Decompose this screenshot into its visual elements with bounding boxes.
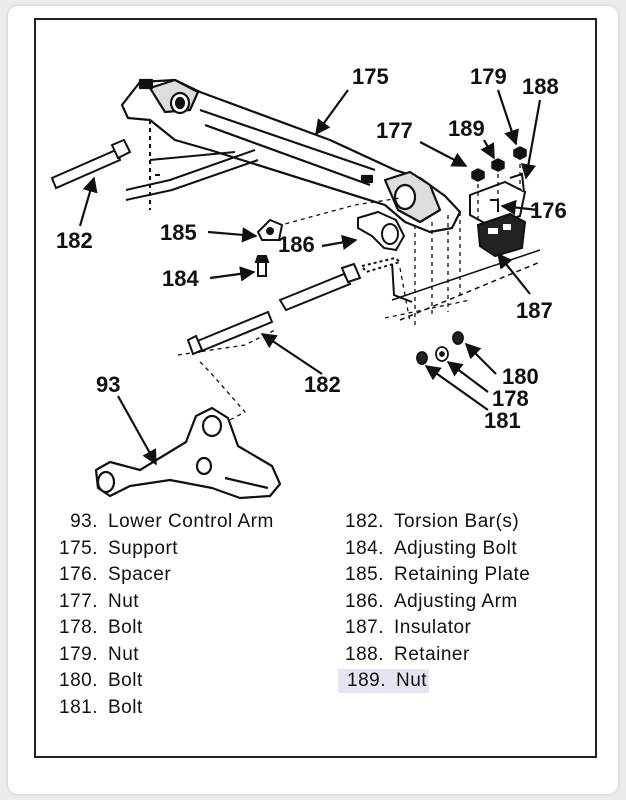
legend-item-label: Torsion Bar(s) [394,511,520,532]
callout-176: 176 [530,198,567,223]
legend-item: 178. Bolt [58,616,143,640]
torsion-bar-upper [50,138,132,190]
callout-186: 186 [278,232,315,257]
legend-item-label: Retainer [394,643,470,665]
legend-item: 181. Bolt [58,696,143,720]
legend-item-number: 180. [59,670,98,691]
legend-item-number: 93. [70,511,98,532]
legend-item: 182. Torsion Bar(s) [338,510,519,534]
legend-item-label: Adjusting Arm [394,590,518,612]
callout-181: 181 [484,408,521,433]
legend-item-number: 175. [59,537,98,559]
callout-185: 185 [160,220,197,245]
support-crossmember [120,78,462,234]
legend-item: 188. Retainer [338,643,470,667]
callout-187: 187 [516,298,553,323]
callout-177: 177 [376,118,413,143]
legend-item-number: 185. [345,564,384,585]
legend-item-label: Nut [108,643,140,665]
legend-item: 179. Nut [58,643,139,667]
callout-189: 189 [448,116,485,141]
legend-item-number: 179. [59,643,98,665]
legend-item-number: 186. [345,590,384,612]
legend-item: 186. Adjusting Arm [338,590,518,614]
legend-item: 185. Retaining Plate [338,563,530,587]
torsion-bar-lower [186,256,403,356]
legend-item-label: Adjusting Bolt [394,537,518,559]
legend-item: 175. Support [58,537,178,561]
assembly-lines [177,156,521,421]
legend-item-number: 178. [59,617,98,638]
legend-item-number: 187. [345,617,384,638]
lower-control-arm [94,406,282,500]
legend-item: 93. Lower Control Arm [58,510,274,534]
legend-item-number: 184. [345,537,384,559]
callout-188: 188 [522,74,559,99]
legend-item-label: Spacer [108,564,172,585]
callout-182-upper: 182 [56,228,93,253]
legend-item: 189. Nut [338,669,430,693]
legend-item-number: 189. [347,670,386,691]
legend-item-number: 177. [59,590,98,612]
leader-arrows [78,89,542,466]
callout-179: 179 [470,64,507,89]
callout-178: 178 [492,386,529,411]
legend-item-label: Bolt [108,617,143,638]
callout-93: 93 [96,372,120,397]
legend-item: 187. Insulator [338,616,471,640]
legend-item-label: Nut [108,590,140,612]
retaining-plate [256,218,284,241]
adjusting-arm [357,210,406,252]
legend-item: 184. Adjusting Bolt [338,537,517,561]
support-brace [125,120,259,210]
bolts-group [416,331,464,365]
callout-175: 175 [352,64,389,89]
legend-item-number: 182. [345,511,384,532]
callout-184: 184 [162,266,199,291]
legend-item-number: 181. [59,696,98,718]
legend-item-label: Nut [396,670,428,691]
legend-item: 180. Bolt [58,669,143,693]
legend-item-label: Bolt [108,696,143,718]
legend-item-number: 176. [59,564,98,585]
legend-item-label: Support [108,537,179,559]
legend-item-number: 188. [345,643,384,665]
callout-180: 180 [502,364,539,389]
legend-item-label: Lower Control Arm [108,511,274,532]
legend-item-label: Insulator [394,617,472,638]
legend-item: 176. Spacer [58,563,171,587]
legend-item-label: Retaining Plate [394,564,531,585]
adjusting-bolt [254,255,270,277]
legend-item-label: Bolt [108,670,143,691]
legend-item: 177. Nut [58,590,139,614]
callout-182-lower: 182 [304,372,341,397]
nuts-group [471,146,527,182]
